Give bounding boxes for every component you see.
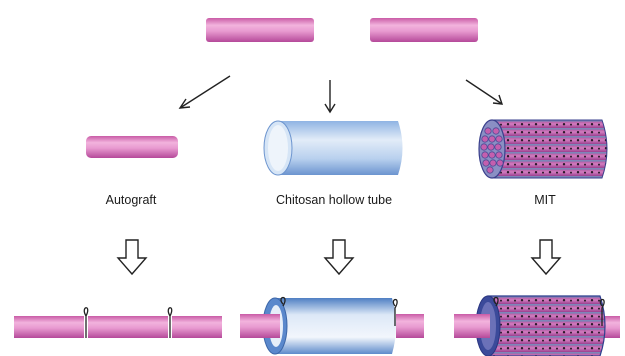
result-arrows (118, 240, 560, 274)
chitosan-tube (264, 121, 403, 175)
mit-conduit (479, 120, 607, 178)
label-chitosan-hollow-tube: Chitosan hollow tube (276, 193, 392, 207)
chitosan-repair (240, 298, 424, 355)
down-arrow-mit (532, 240, 560, 274)
arrow-to-chitosan (325, 80, 335, 112)
nerve-stump-distal (370, 18, 478, 42)
mit-repair (454, 296, 620, 356)
arrow-to-mit (466, 80, 502, 104)
label-mit: MIT (534, 193, 556, 207)
transected-nerve (206, 18, 478, 42)
suture-icon (84, 308, 87, 338)
branch-arrows (180, 76, 502, 112)
down-arrow-chitosan (325, 240, 353, 274)
autograft-repair (14, 308, 222, 338)
autograft-segment (86, 136, 178, 158)
suture-icon (168, 308, 171, 338)
nerve-stump-proximal (206, 18, 314, 42)
down-arrow-autograft (118, 240, 146, 274)
label-autograft: Autograft (106, 193, 157, 207)
arrow-to-autograft (180, 76, 230, 108)
